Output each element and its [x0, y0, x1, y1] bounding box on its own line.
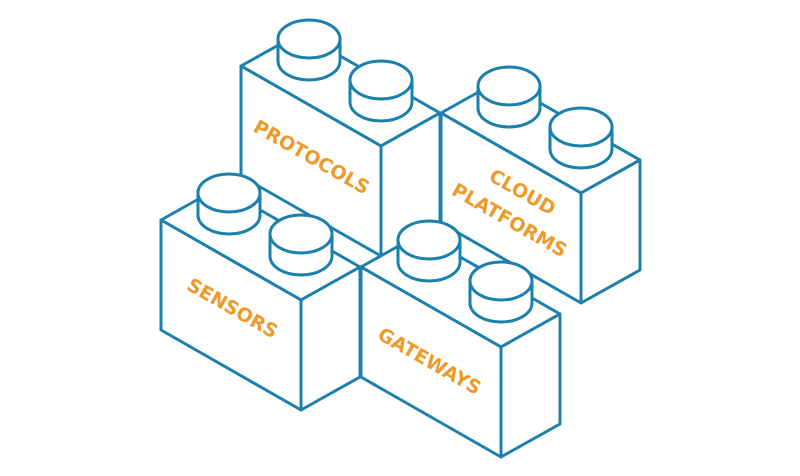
stud-top	[348, 59, 414, 101]
stud-top	[268, 213, 334, 255]
stud	[396, 219, 462, 283]
brick-gateways: GATEWAYS	[359, 219, 562, 459]
brick-side-face	[499, 312, 562, 459]
stud	[276, 18, 342, 82]
stud-top	[548, 106, 614, 148]
stud	[196, 172, 262, 236]
stud-top	[468, 260, 534, 302]
stud	[468, 260, 534, 324]
stud-top	[276, 18, 342, 60]
stud-top	[476, 65, 542, 107]
brick-side-face	[579, 158, 642, 305]
stud	[348, 59, 414, 123]
stud-top	[196, 172, 262, 214]
stud	[268, 213, 334, 277]
stud	[548, 106, 614, 170]
stud	[476, 65, 542, 129]
stud-top	[396, 219, 462, 261]
brick-sensors: SENSORS	[159, 172, 362, 412]
